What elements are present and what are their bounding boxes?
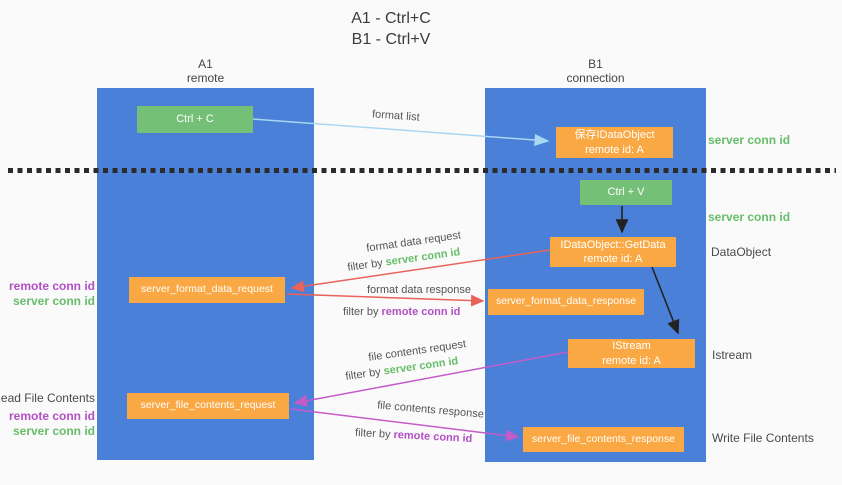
title-line-2: B1 - Ctrl+V bbox=[351, 31, 431, 49]
lifeline-b1-header: B1 connection bbox=[485, 57, 706, 86]
node-server-format-data-request-label: server_format_data_request bbox=[141, 283, 273, 296]
filter-by-text: filter by bbox=[346, 257, 384, 274]
filter-by-text: filter by bbox=[343, 306, 379, 318]
annotation-conn-ids-format: remote conn id server conn id bbox=[9, 279, 95, 309]
node-server-format-data-request: server_format_data_request bbox=[129, 277, 285, 303]
lifeline-a1-header: A1 remote bbox=[97, 57, 314, 86]
lifeline-a1-name: A1 bbox=[198, 57, 213, 71]
annotation-server-conn-id-mid: server conn id bbox=[708, 210, 791, 224]
title-line-1: A1 - Ctrl+C bbox=[351, 10, 431, 27]
remote-conn-id-term: remote conn id bbox=[381, 306, 461, 318]
remote-conn-id-label: remote conn id bbox=[8, 409, 95, 423]
annotation-write-file-contents: Write File Contents bbox=[712, 431, 814, 445]
node-server-file-contents-request-label: server_file_contents_request bbox=[140, 399, 276, 412]
node-ctrl-v-label: Ctrl + V bbox=[607, 186, 645, 199]
remote-conn-id-term: remote conn id bbox=[393, 428, 473, 446]
node-istream-line1: IStream bbox=[612, 340, 651, 353]
node-ctrl-c: Ctrl + C bbox=[137, 106, 253, 133]
annotation-read-file-contents-group: Read File Contents remote conn id server… bbox=[0, 391, 95, 439]
node-server-file-contents-request: server_file_contents_request bbox=[127, 393, 289, 419]
label-file-contents-response: file contents response bbox=[376, 399, 485, 421]
label-format-data-response: format data response bbox=[367, 284, 471, 296]
node-server-format-data-response: server_format_data_response bbox=[488, 289, 644, 315]
node-save-idataobject-line2: remote id: A bbox=[585, 143, 644, 156]
node-getdata-line2: remote id: A bbox=[583, 253, 643, 265]
server-conn-id-label: server conn id bbox=[12, 424, 95, 438]
node-save-idataobject-line1: 保存IDataObject bbox=[574, 129, 655, 142]
node-server-file-contents-response-label: server_file_contents_response bbox=[531, 432, 675, 445]
node-istream-line2: remote id: A bbox=[602, 354, 661, 367]
read-file-contents-label: Read File Contents bbox=[0, 391, 95, 405]
filter-by-text: filter by bbox=[354, 426, 391, 441]
node-save-idataobject: 保存IDataObject remote id: A bbox=[556, 127, 673, 158]
node-ctrl-c-label: Ctrl + C bbox=[176, 113, 214, 126]
node-getdata: IDataObject::GetData remote id: A bbox=[550, 237, 676, 267]
lifeline-b1-name: B1 bbox=[588, 57, 603, 71]
label-filter-by-remote-conn-id-1: filter by remote conn id bbox=[343, 306, 460, 318]
filter-by-text: filter by bbox=[344, 366, 382, 383]
lifeline-b1-subtitle: connection bbox=[566, 71, 625, 86]
lifeline-a1-subtitle: remote bbox=[186, 71, 225, 86]
label-format-list: format list bbox=[371, 108, 421, 124]
label-filter-by-remote-conn-id-2: filter by remote conn id bbox=[355, 427, 473, 445]
diagram-title: A1 - Ctrl+C B1 - Ctrl+V bbox=[0, 8, 782, 50]
annotation-server-conn-id-top: server conn id bbox=[708, 133, 791, 147]
node-ctrl-v: Ctrl + V bbox=[580, 180, 672, 205]
annotation-istream: Istream bbox=[712, 348, 753, 362]
label-filter-by-server-conn-id-2: filter by server conn id bbox=[345, 355, 459, 383]
dotted-separator-line bbox=[8, 168, 836, 173]
node-server-format-data-response-label: server_format_data_response bbox=[495, 295, 637, 308]
label-filter-by-server-conn-id-1: filter by server conn id bbox=[347, 246, 461, 274]
node-getdata-line1: IDataObject::GetData bbox=[560, 238, 666, 251]
node-istream: IStream remote id: A bbox=[568, 339, 695, 368]
server-conn-id-label: server conn id bbox=[12, 294, 95, 308]
remote-conn-id-label: remote conn id bbox=[8, 279, 95, 293]
node-server-file-contents-response: server_file_contents_response bbox=[523, 427, 684, 452]
annotation-dataobject: DataObject bbox=[711, 245, 772, 259]
